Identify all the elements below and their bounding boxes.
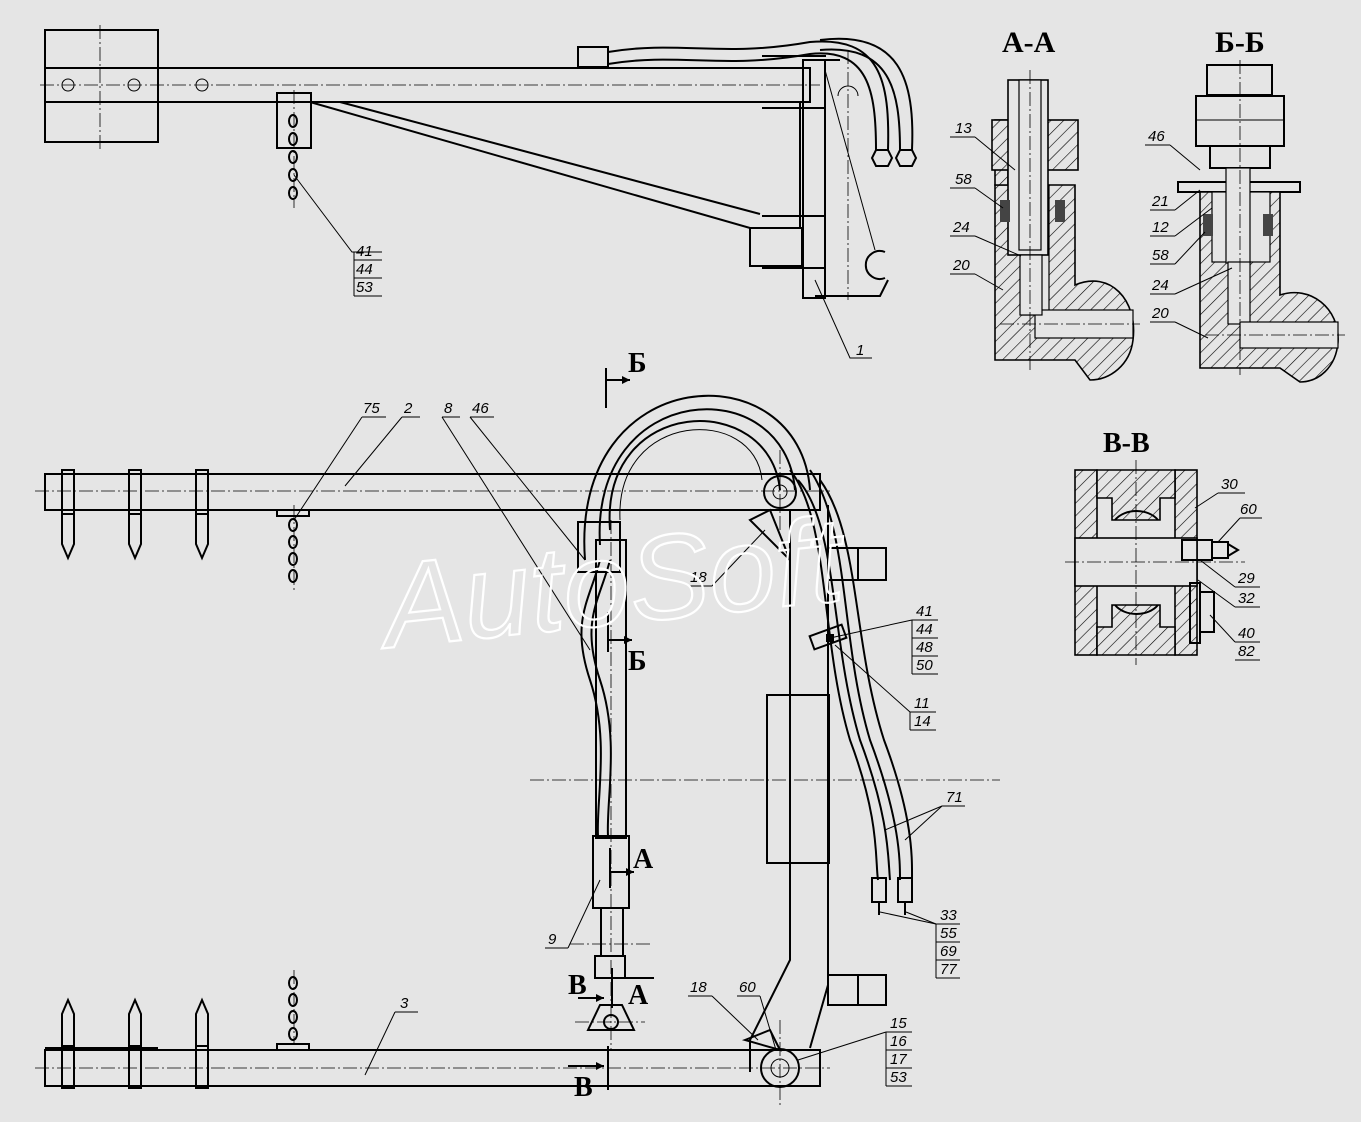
main-60: 60: [739, 979, 756, 996]
hoses-71: 71: [946, 789, 963, 806]
fit-33: 33: [940, 907, 957, 924]
main-75: 75: [363, 400, 380, 417]
hose-end-fitting: [871, 877, 887, 903]
pivot-17: 17: [890, 1051, 907, 1068]
bb-24: 24: [1151, 277, 1169, 294]
fit-69: 69: [940, 943, 957, 960]
main-8: 8: [444, 400, 453, 417]
section-aa-title: А-А: [1002, 26, 1056, 59]
cut-b-top: Б: [628, 348, 647, 379]
pivot-53: 53: [890, 1069, 907, 1086]
main-2: 2: [403, 400, 413, 417]
clamp-41: 41: [916, 603, 933, 620]
callout-1: 1: [856, 342, 864, 359]
main-18-bottom: 18: [690, 979, 707, 996]
watermark-logo: AutoSoft: [370, 492, 852, 674]
hose-end-fitting: [897, 877, 913, 903]
bolt-hole: [61, 78, 75, 92]
fit-77: 77: [940, 961, 957, 978]
vv-29: 29: [1237, 570, 1255, 587]
vv-82: 82: [1238, 643, 1255, 660]
callout-41: 41: [356, 243, 373, 260]
cylinder-mount: [586, 1004, 636, 1031]
clip-14: 14: [914, 713, 931, 730]
pivot-15: 15: [890, 1015, 907, 1032]
hose-clamp: [808, 623, 848, 651]
strut-end: [749, 227, 803, 267]
aa-24: 24: [952, 219, 970, 236]
cut-a-top: А: [633, 844, 654, 875]
aa-13: 13: [955, 120, 972, 137]
section-vv: В-В 30 60 29 32 40 82: [1065, 428, 1262, 665]
vv-30: 30: [1221, 476, 1238, 493]
section-bb: Б-Б 46 21 12 58 24 20: [1145, 26, 1345, 383]
main-46: 46: [472, 400, 489, 417]
bb-58: 58: [1152, 247, 1169, 264]
top-view: 41 44 53 1: [40, 25, 918, 359]
pivot-16: 16: [890, 1033, 907, 1050]
column-plate: [766, 694, 830, 864]
bb-20: 20: [1151, 305, 1169, 322]
clamp-50: 50: [916, 657, 933, 674]
bb-21: 21: [1151, 193, 1169, 210]
main-view: Б Б А А В В 75 2 8 46 18: [35, 348, 1000, 1105]
main-18-top: 18: [690, 569, 707, 586]
beam-3-label: 3: [400, 995, 409, 1012]
callout-53: 53: [356, 279, 373, 296]
cut-v-top: В: [568, 970, 587, 1001]
clamp-44: 44: [916, 621, 933, 638]
fit-55: 55: [940, 925, 957, 942]
vv-60: 60: [1240, 501, 1257, 518]
vv-40: 40: [1238, 625, 1255, 642]
aa-58: 58: [955, 171, 972, 188]
lower-pins: [61, 997, 209, 1089]
aa-20: 20: [952, 257, 970, 274]
hook: [864, 250, 886, 280]
upper-pins: [61, 469, 209, 561]
clip-11: 11: [914, 695, 930, 712]
section-bb-title: Б-Б: [1215, 26, 1265, 59]
section-vv-title: В-В: [1103, 428, 1150, 459]
bb-46: 46: [1148, 128, 1165, 145]
cut-v-bottom: В: [574, 1072, 593, 1103]
bolt-hole: [195, 78, 209, 92]
bolt-hole: [127, 78, 141, 92]
clamp-48: 48: [916, 639, 933, 656]
hose-fitting: [577, 46, 609, 68]
cyl-9: 9: [548, 931, 557, 948]
cut-b-bottom: Б: [628, 646, 647, 677]
vv-32: 32: [1238, 590, 1255, 607]
vertical-bracket: [802, 59, 826, 299]
cut-a-bottom: А: [628, 980, 649, 1011]
callout-44: 44: [356, 261, 373, 278]
beam-2: [44, 473, 821, 511]
section-aa: А-А 13 58 24 20: [950, 26, 1140, 381]
bb-12: 12: [1152, 219, 1169, 236]
